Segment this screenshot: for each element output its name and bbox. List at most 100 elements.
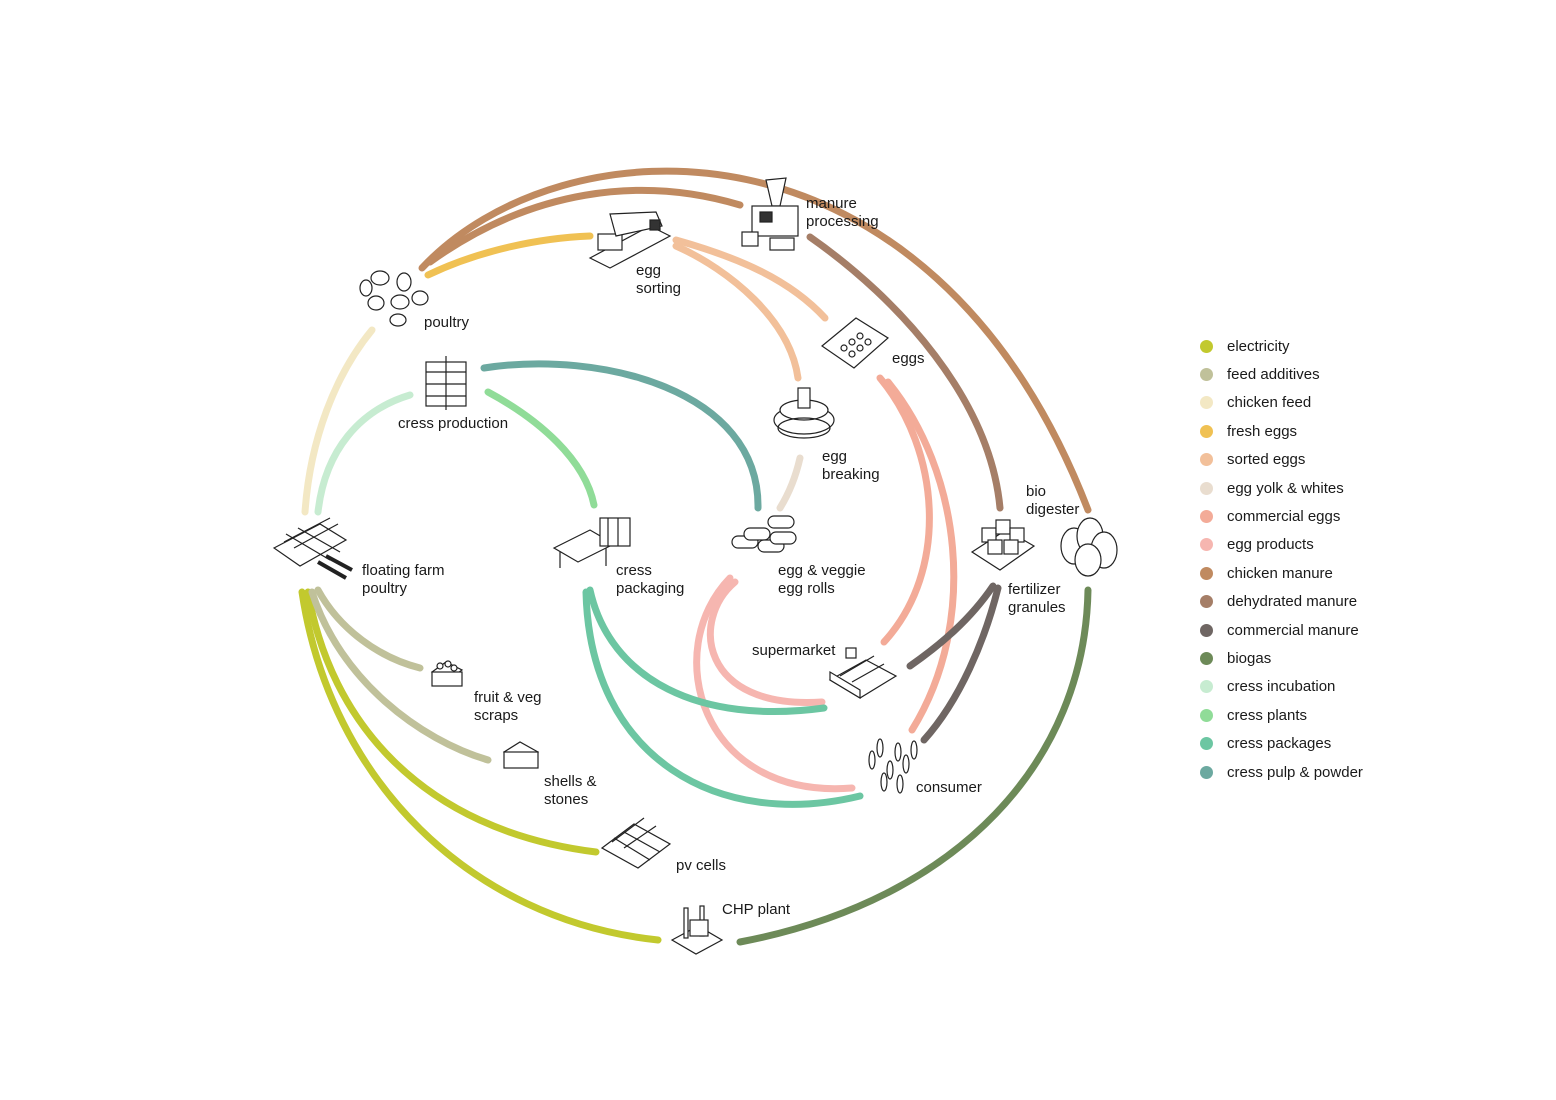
- label-shells: shells &stones: [544, 773, 597, 808]
- legend-swatch: [1200, 651, 1213, 665]
- label-consumer: consumer: [916, 779, 982, 796]
- legend-item: egg yolk & whites: [1200, 474, 1500, 502]
- legend: electricity feed additives chicken feed fre…: [1200, 332, 1500, 786]
- egg-sorting-machine-icon: [588, 211, 672, 269]
- legend-label: cress pulp & powder: [1227, 763, 1363, 781]
- flow-cress-pulp-powder: [480, 360, 762, 512]
- egg-carton-icon: [821, 317, 890, 369]
- legend-swatch: [1200, 595, 1213, 609]
- legend-item: cress pulp & powder: [1200, 758, 1500, 786]
- flow-cress-packages-consumer: [582, 588, 864, 808]
- label-pv-cells: pv cells: [676, 857, 726, 874]
- legend-item: chicken feed: [1200, 389, 1500, 417]
- legend-label: fresh eggs: [1227, 422, 1298, 440]
- flow-egg-products-consumer: [693, 574, 856, 793]
- legend-swatch: [1200, 424, 1213, 438]
- manure-processing-machine-icon: [741, 177, 799, 251]
- legend-item: egg products: [1200, 531, 1500, 559]
- egg-rolls-icon: [731, 515, 797, 553]
- legend-item: cress incubation: [1200, 673, 1500, 701]
- cress-packaging-icon: [552, 517, 631, 568]
- legend-label: egg yolk & whites: [1227, 479, 1344, 497]
- legend-item: cress plants: [1200, 701, 1500, 729]
- flow-sorted-eggs-to-breaking: [672, 242, 802, 382]
- label-eggs: eggs: [892, 350, 925, 367]
- legend-label: feed additives: [1227, 366, 1320, 384]
- legend-item: feed additives: [1200, 360, 1500, 388]
- legend-item: dehydrated manure: [1200, 588, 1500, 616]
- legend-item: fresh eggs: [1200, 417, 1500, 445]
- flow-electricity-chp: [298, 588, 662, 944]
- legend-label: dehydrated manure: [1227, 593, 1358, 611]
- chickens-icon: [359, 270, 429, 327]
- floating-farm-icon: [272, 517, 353, 580]
- legend-item: commercial eggs: [1200, 502, 1500, 530]
- label-cress-production: cress production: [398, 415, 508, 432]
- flow-chicken-manure-outer: [418, 167, 1092, 514]
- legend-swatch: [1200, 339, 1213, 353]
- legend-item: biogas: [1200, 644, 1500, 672]
- legend-label: electricity: [1227, 337, 1290, 355]
- flow-cress-packages-supermarket: [586, 586, 828, 715]
- legend-label: egg products: [1227, 536, 1314, 554]
- legend-label: cress plants: [1227, 706, 1308, 724]
- flow-chicken-manure-to-processing: [426, 186, 744, 266]
- legend-label: commercial manure: [1227, 621, 1359, 639]
- chp-plant-icon: [670, 905, 724, 955]
- legend-swatch: [1200, 623, 1213, 637]
- legend-item: sorted eggs: [1200, 446, 1500, 474]
- legend-item: cress packages: [1200, 729, 1500, 757]
- legend-label: cress packages: [1227, 735, 1332, 753]
- flow-electricity-pv: [304, 588, 600, 856]
- flow-commercial-manure-supermarket: [906, 582, 997, 670]
- bio-digester-icon: [1060, 517, 1118, 577]
- people-icon: [868, 738, 918, 794]
- legend-label: commercial eggs: [1227, 508, 1341, 526]
- flow-feed-additives-shells: [308, 588, 492, 764]
- flow-commercial-eggs-supermarket: [876, 374, 933, 646]
- legend-swatch: [1200, 510, 1213, 524]
- flow-egg-yolk-whites: [776, 454, 804, 512]
- egg-breaking-machine-icon: [773, 387, 835, 439]
- flow-feed-additives-fruit: [314, 586, 424, 672]
- legend-item: chicken manure: [1200, 559, 1500, 587]
- legend-item: electricity: [1200, 332, 1500, 360]
- flow-chicken-feed: [301, 326, 376, 516]
- legend-label: chicken manure: [1227, 564, 1333, 582]
- flow-biogas: [736, 586, 1092, 946]
- legend-swatch: [1200, 765, 1213, 779]
- flow-commercial-manure-consumer: [920, 584, 1002, 744]
- legend-label: biogas: [1227, 649, 1272, 667]
- legend-label: cress incubation: [1227, 678, 1336, 696]
- legend-label: chicken feed: [1227, 394, 1312, 412]
- label-chp-plant: CHP plant: [722, 901, 791, 918]
- legend-swatch: [1200, 737, 1213, 751]
- flow-fresh-eggs: [424, 232, 594, 279]
- legend-swatch: [1200, 368, 1213, 382]
- legend-swatch: [1200, 538, 1213, 552]
- fertilizer-bags-icon: [970, 519, 1036, 571]
- flow-egg-products-supermarket: [706, 578, 826, 706]
- label-poultry: poultry: [424, 314, 470, 331]
- pv-panels-icon: [600, 817, 672, 869]
- shells-crate-icon: [502, 741, 540, 769]
- flow-dehydrated-manure: [806, 233, 1004, 512]
- legend-swatch: [1200, 453, 1213, 467]
- flow-commercial-eggs-consumer: [884, 378, 958, 734]
- legend-label: sorted eggs: [1227, 451, 1306, 469]
- legend-swatch: [1200, 566, 1213, 580]
- legend-swatch: [1200, 680, 1213, 694]
- fruit-veg-crate-icon: [430, 660, 464, 687]
- legend-swatch: [1200, 708, 1213, 722]
- flow-cress-plants: [484, 388, 598, 509]
- legend-swatch: [1200, 396, 1213, 410]
